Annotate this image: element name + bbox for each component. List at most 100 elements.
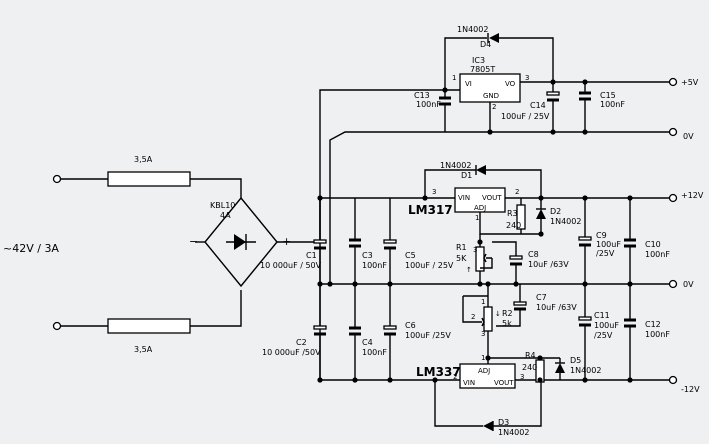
ac-input-wire-top [60, 178, 242, 198]
d1-diode-icon [476, 165, 486, 175]
ic3-gnd: GND [483, 92, 499, 100]
junction-dot [327, 281, 333, 287]
junction-dot [627, 281, 633, 287]
junction-dot [582, 195, 588, 201]
junction-dot [477, 239, 483, 245]
c12-plates [624, 318, 636, 328]
r4-value: 240 [522, 363, 537, 372]
c3-value: 100nF [362, 261, 387, 270]
r2-arrow: ↓ [495, 310, 501, 318]
c7-name: C7 [536, 293, 547, 302]
d1-name: D1 [461, 171, 472, 180]
junction-dot [387, 281, 393, 287]
r2-pin3: 3 [481, 330, 485, 338]
c6-value: 100uF /25V [405, 331, 451, 340]
c13-value: 100nF [416, 100, 441, 109]
terminal-plus12 [668, 193, 678, 203]
junction-dot [627, 195, 633, 201]
lm317-vout: VOUT [482, 194, 502, 202]
c5-value: 100uF / 25V [405, 261, 454, 270]
bridge-name: KBL10 [210, 201, 235, 210]
terminal-0v-top [668, 127, 678, 137]
junction-dot [485, 281, 491, 287]
d4-name: D4 [480, 40, 491, 49]
d5-name: D5 [570, 356, 581, 365]
c11-value1: 100uF [594, 321, 619, 330]
ic3-pin1: 1 [452, 74, 456, 82]
d4-type: 1N4002 [457, 25, 488, 34]
c15-plates [579, 91, 591, 101]
c1-name: C1 [306, 251, 317, 260]
junction-dot [538, 195, 544, 201]
lm337-pin1: 1 [481, 354, 485, 362]
d2-name: D2 [550, 207, 561, 216]
junction-dot [485, 355, 491, 361]
section-lm337: R2 5k ↓ 1 2 3 C7 10uF /63V ADJ VIN VOUT … [416, 284, 670, 437]
d2-diode-icon [536, 209, 546, 219]
terminal-0v-middle [668, 279, 678, 289]
r1-name: R1 [456, 243, 467, 252]
r1-arrow: ↑ [466, 266, 472, 274]
bridge-minus-sign: − [189, 235, 198, 248]
r4-name: R4 [525, 351, 536, 360]
c10-plates [624, 238, 636, 248]
c2-name: C2 [296, 338, 307, 347]
r1-pin3: 3 [473, 246, 477, 254]
d2-type: 1N4002 [550, 217, 581, 226]
label-0v-middle: 0V [683, 280, 694, 289]
c7-wire [496, 284, 521, 327]
lm317-adj: ADJ [474, 204, 486, 212]
lm317-pin2: 2 [515, 188, 519, 196]
junction-dot [387, 377, 393, 383]
d5-type: 1N4002 [570, 366, 601, 375]
junction-dot [432, 377, 438, 383]
junctions [317, 79, 633, 383]
c14-value: 100uF / 25V [501, 112, 550, 121]
c8-name: C8 [528, 250, 539, 259]
rail-0v-top [329, 131, 670, 284]
d3-wire [434, 380, 542, 427]
c13-name: C13 [414, 91, 430, 100]
junction-dot [582, 281, 588, 287]
ic3-vi: VI [465, 80, 472, 88]
r2-value: 5k [502, 319, 512, 328]
terminal-plus5 [668, 77, 678, 87]
bridge-outline [204, 196, 278, 288]
r3-name: R3 [507, 209, 518, 218]
lm317-body [454, 187, 506, 213]
c11-plus-plate [578, 316, 592, 321]
junction-dot [538, 231, 544, 237]
junction-dot [487, 129, 493, 135]
ac-input-terminal-bottom [52, 321, 62, 331]
label-minus12: -12V [681, 385, 700, 394]
junction-dot [317, 281, 323, 287]
c6-name: C6 [405, 321, 416, 330]
c4-value: 100nF [362, 348, 387, 357]
junction-dot [582, 129, 588, 135]
label-0v-top: 0V [683, 132, 694, 141]
ic3-vo: VO [505, 80, 516, 88]
lm317-vin: VIN [458, 194, 470, 202]
d3-type: 1N4002 [498, 428, 529, 437]
r2-body [483, 306, 493, 332]
d1-type: 1N4002 [440, 161, 471, 170]
junction-dot [477, 281, 483, 287]
c9-value1: 100uF [596, 240, 621, 249]
lm337-adj: ADJ [478, 367, 490, 375]
c8-value: 10uF /63V [528, 260, 569, 269]
c15-value: 100nF [600, 100, 625, 109]
lm337-pin3: 3 [520, 373, 524, 381]
c2-plus-plate [313, 325, 327, 330]
r2-name: R2 [502, 309, 513, 318]
fuse-bottom-label: 3,5A [134, 345, 153, 354]
c4-name: C4 [362, 338, 373, 347]
fuse-top [107, 171, 191, 187]
c9-plus-plate [578, 236, 592, 241]
d4-diode-icon [489, 33, 499, 43]
d3-diode-icon [483, 421, 493, 431]
ic3-pin3: 3 [525, 74, 529, 82]
r2-wiper-icon [462, 296, 485, 327]
junction-dot [537, 377, 543, 383]
c8-wire [492, 241, 517, 284]
